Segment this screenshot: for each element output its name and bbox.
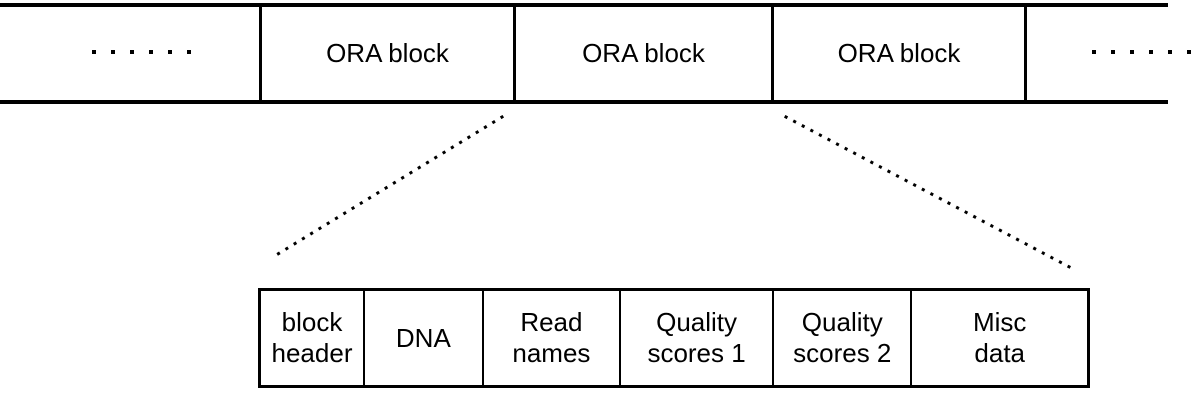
cell-label-line: DNA xyxy=(395,322,451,353)
expansion-dotted-line-left xyxy=(270,114,505,260)
ellipsis-dot xyxy=(1168,50,1172,54)
cell-label-line: scores 2 xyxy=(793,338,892,368)
ora-block-cell-2: ORA block xyxy=(513,7,771,100)
left-ellipsis-dots xyxy=(92,50,191,54)
cell-label-line: scores 1 xyxy=(647,338,746,368)
ellipsis-dot xyxy=(1149,50,1153,54)
ora-stream-band: ORA block ORA block ORA block xyxy=(0,3,1168,104)
cell-label-line: data xyxy=(974,338,1026,368)
dna-cell: DNA xyxy=(363,291,482,385)
cell-label-line: names xyxy=(512,338,591,368)
ora-block-cell-3: ORA block xyxy=(771,7,1027,100)
right-ellipsis-dots xyxy=(1092,50,1191,54)
quality-scores-2-cell: Quality scores 2 xyxy=(772,291,910,385)
ellipsis-dot xyxy=(1092,50,1096,54)
ellipsis-dot xyxy=(168,50,172,54)
cell-label-line: Quality xyxy=(801,307,883,337)
ora-block-cell-1: ORA block xyxy=(259,7,513,100)
ellipsis-dot xyxy=(1130,50,1134,54)
ora-block-label: ORA block xyxy=(582,38,705,68)
cell-label-line: Quality xyxy=(656,307,738,337)
ellipsis-dot xyxy=(1187,50,1191,54)
ora-block-label: ORA block xyxy=(326,38,449,68)
ellipsis-dot xyxy=(187,50,191,54)
misc-data-cell: Misc data xyxy=(910,291,1087,385)
block-header-cell: block header xyxy=(261,291,363,385)
ora-block-label: ORA block xyxy=(837,38,961,68)
cell-label-line: block xyxy=(281,307,343,337)
ellipsis-dot xyxy=(1111,50,1115,54)
ellipsis-dot xyxy=(111,50,115,54)
cell-label-line: Misc xyxy=(972,307,1027,337)
expansion-dotted-line-right xyxy=(783,114,1080,274)
cell-label-line: Read xyxy=(520,307,583,337)
ellipsis-dot xyxy=(92,50,96,54)
quality-scores-1-cell: Quality scores 1 xyxy=(619,291,772,385)
cell-label-line: header xyxy=(271,338,353,368)
ellipsis-dot xyxy=(130,50,134,54)
read-names-cell: Read names xyxy=(481,291,619,385)
ellipsis-dot xyxy=(149,50,153,54)
expanded-ora-block: block header DNA Read names Quality scor… xyxy=(258,288,1090,388)
